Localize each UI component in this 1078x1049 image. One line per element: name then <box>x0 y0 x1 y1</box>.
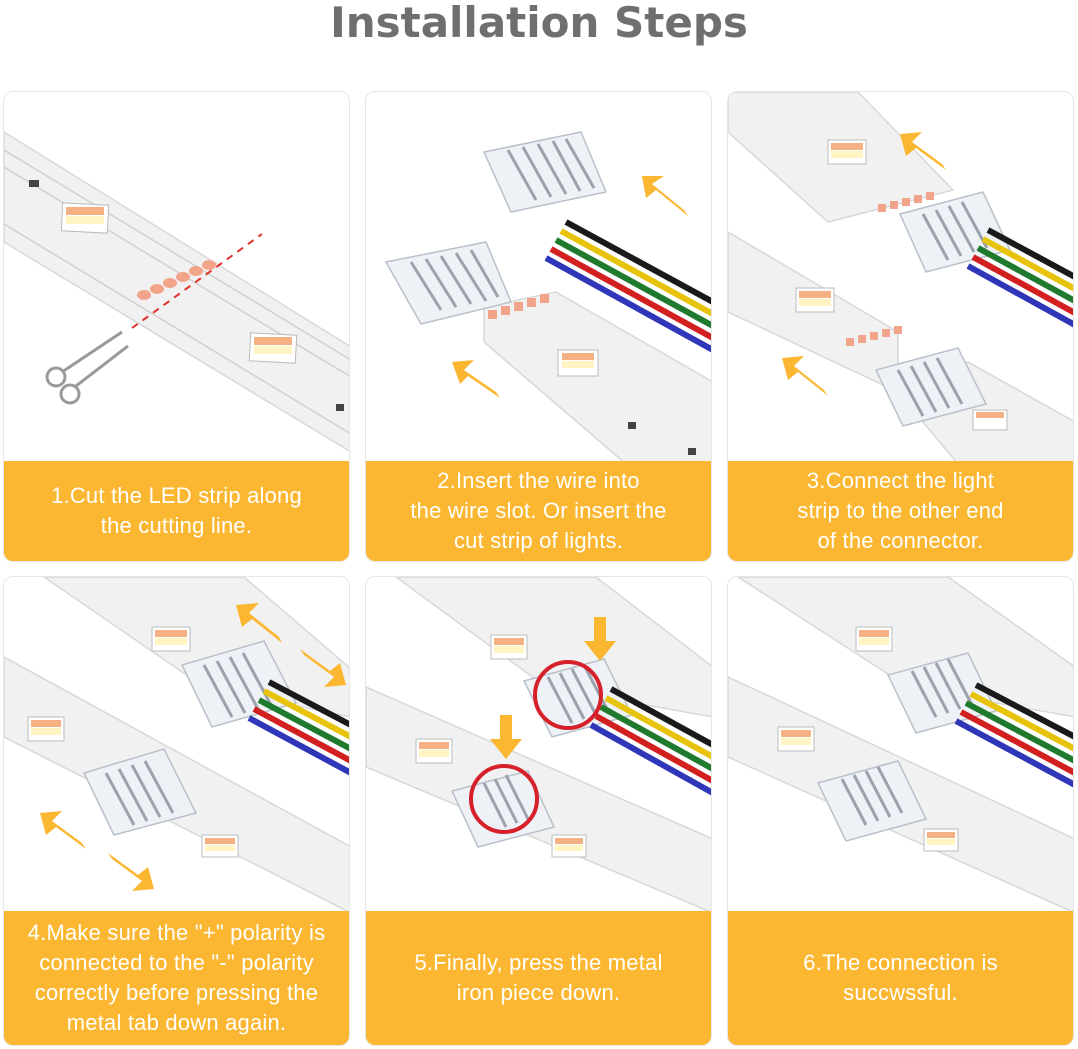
connector-icon <box>482 131 608 213</box>
connector-icon <box>82 748 198 836</box>
arrow-icon <box>642 176 688 216</box>
step-5-illustration <box>366 577 711 913</box>
arrow-icon <box>490 715 522 759</box>
step-3-illustration <box>728 92 1073 464</box>
step-3-panel: 3.Connect the light strip to the other e… <box>727 91 1074 562</box>
connector-icon <box>450 770 556 848</box>
step-6-panel: 6.The connection is succwssful. <box>727 576 1074 1046</box>
press-circle-icon <box>469 764 539 834</box>
arrow-icon <box>900 132 946 170</box>
press-circle-icon <box>533 660 603 730</box>
cutting-line <box>131 233 263 329</box>
arrow-icon <box>108 853 154 891</box>
arrow-icon <box>782 356 828 396</box>
page-title: Installation Steps <box>330 0 748 47</box>
arrow-icon <box>236 603 282 643</box>
step-1-caption: 1.Cut the LED strip along the cutting li… <box>4 461 349 561</box>
arrow-icon <box>300 649 346 687</box>
step-4-panel: 4.Make sure the "+" polarity is connecte… <box>3 576 350 1046</box>
step-2-illustration <box>366 92 711 464</box>
connector-icon <box>874 347 988 427</box>
step-3-caption: 3.Connect the light strip to the other e… <box>728 461 1073 561</box>
connector-icon <box>384 241 513 325</box>
step-2-panel: 2.Insert the wire into the wire slot. Or… <box>365 91 712 562</box>
arrow-icon <box>40 811 86 849</box>
wire-bundle <box>544 219 711 353</box>
step-2-caption: 2.Insert the wire into the wire slot. Or… <box>366 461 711 561</box>
step-4-illustration <box>4 577 349 913</box>
step-1-panel: 1.Cut the LED strip along the cutting li… <box>3 91 350 562</box>
step-5-caption: 5.Finally, press the metal iron piece do… <box>366 911 711 1045</box>
step-5-panel: 5.Finally, press the metal iron piece do… <box>365 576 712 1046</box>
scissors-icon <box>45 330 129 405</box>
connector-icon <box>816 760 928 842</box>
step-4-caption: 4.Make sure the "+" polarity is connecte… <box>4 911 349 1045</box>
step-6-illustration <box>728 577 1073 913</box>
step-1-illustration <box>4 92 349 464</box>
step-6-caption: 6.The connection is succwssful. <box>728 911 1073 1045</box>
arrow-icon <box>584 617 616 661</box>
arrow-icon <box>452 360 500 398</box>
